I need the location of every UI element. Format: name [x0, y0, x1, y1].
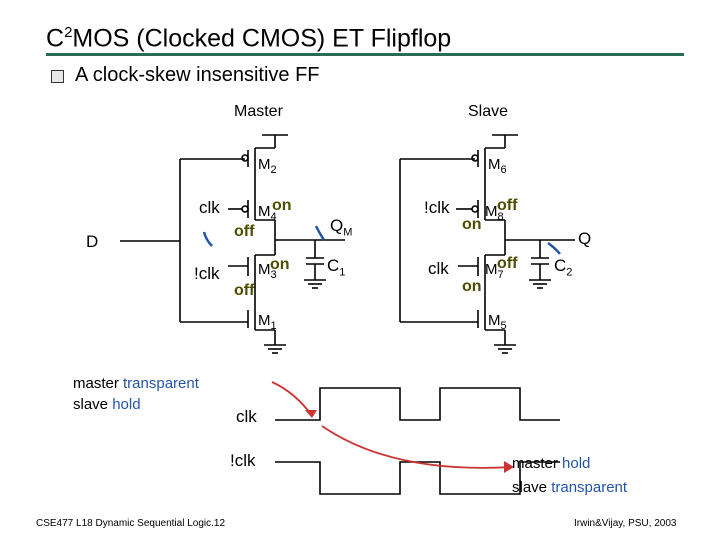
m8-label: M8: [485, 203, 504, 223]
arrowhead-right: [504, 461, 514, 473]
q-output-label: Q: [578, 229, 592, 248]
m7-clock-label: clk: [428, 259, 449, 278]
qm-node-label: QM: [330, 216, 353, 239]
m3-on-state: on: [270, 256, 290, 273]
clk-waveform: [275, 387, 560, 421]
m1-label: M1: [258, 312, 277, 332]
m6-bubble: [471, 154, 479, 162]
c2-label: C2: [554, 256, 573, 279]
m3-off-state: off: [234, 282, 255, 299]
m3-label: M3: [258, 261, 277, 281]
d-edge-marker: [202, 231, 213, 247]
q-edge-marker: [547, 241, 561, 255]
clk-waveform-label: clk: [236, 407, 257, 426]
annotation-master-transparent: master transparent slave hold: [73, 375, 199, 413]
m3-clock-label: !clk: [194, 264, 220, 283]
m4-off-state: off: [234, 223, 255, 240]
m6-label: M6: [488, 156, 507, 176]
arrow-to-clk-rise: [321, 425, 513, 469]
master-label: Master: [234, 103, 283, 120]
nclk-waveform-label: !clk: [230, 451, 256, 470]
m5-label: M5: [488, 312, 507, 332]
m8-clock-label: !clk: [424, 198, 450, 217]
bullet-square-icon: [51, 70, 64, 83]
m2-bubble: [241, 154, 249, 162]
m4-label: M4: [258, 203, 277, 223]
m4-on-state: on: [272, 197, 292, 214]
m8-bubble: [471, 205, 479, 213]
slave-label: Slave: [468, 103, 509, 120]
nclk-waveform: [275, 461, 560, 495]
m2-label: M2: [258, 156, 277, 176]
m7-label: M7: [485, 261, 504, 281]
footer-credit: Irwin&Vijay, PSU, 2003: [574, 518, 677, 529]
qm-edge-marker: [314, 225, 326, 241]
d-input-label: D: [86, 232, 99, 251]
m4-bubble: [241, 205, 249, 213]
arrowhead-left: [305, 410, 317, 418]
footer-course-label: CSE477 L18 Dynamic Sequential Logic.12: [36, 518, 226, 529]
m7-on-state: on: [462, 278, 482, 295]
annotation-master-hold: master hold slave transparent: [512, 455, 628, 496]
m7-off-state: off: [497, 255, 518, 272]
title-rule: [46, 53, 684, 56]
slide-title: C2MOS (Clocked CMOS) ET Flipflop: [46, 24, 452, 53]
slide-subtitle: A clock-skew insensitive FF: [75, 64, 320, 86]
c1-label: C1: [327, 256, 346, 279]
m8-on-state: on: [462, 216, 482, 233]
m8-off-state: off: [497, 197, 518, 214]
m4-clock-label: clk: [199, 198, 220, 217]
